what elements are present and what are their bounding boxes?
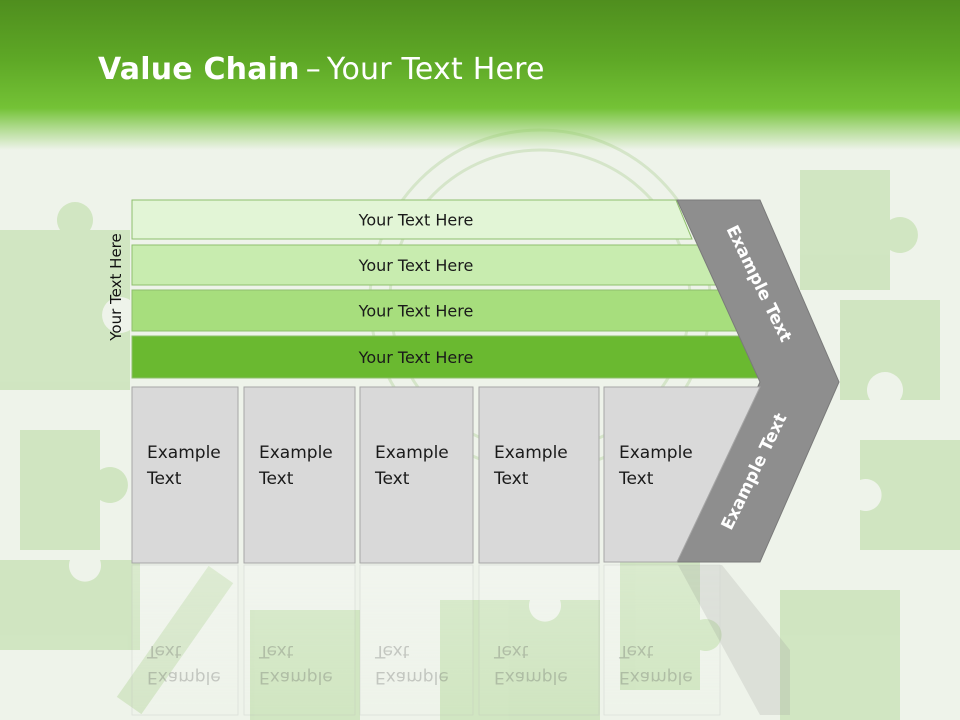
support-activity-bar — [131, 199, 693, 240]
title-separator: – — [305, 52, 321, 87]
diagram-reflection — [131, 564, 790, 716]
primary-activity-reflection-line1: Example — [494, 667, 568, 687]
primary-activity-box — [478, 386, 600, 564]
primary-activity-reflection-line2: Text — [493, 641, 529, 661]
support-activity-label: Your Text Here — [358, 211, 474, 230]
primary-activity-label-line1: Example — [375, 443, 449, 463]
primary-activity-reflection: Example Text — [146, 641, 221, 687]
primary-activity-label-line1: Example — [259, 443, 333, 463]
primary-activity-reflection-line2: Text — [618, 641, 654, 661]
primary-activity-label-line1: Example — [147, 443, 221, 463]
primary-activity-label-line2: Text — [258, 469, 294, 489]
primary-activity-label-line2: Text — [493, 469, 529, 489]
diagram-reflection-text: ExampleTextExampleTextExampleTextExample… — [146, 641, 693, 687]
support-activity-label: Your Text Here — [358, 348, 474, 367]
primary-activity-reflection-line2: Text — [374, 641, 410, 661]
primary-activity-reflection: Example Text — [493, 641, 568, 687]
slide-title: Value Chain–Your Text Here — [98, 52, 545, 87]
title-bold: Value Chain — [98, 52, 300, 87]
title-banner — [0, 0, 960, 150]
primary-activity-reflection-line1: Example — [147, 667, 221, 687]
title-rest: Your Text Here — [326, 52, 545, 87]
support-activity-label: Your Text Here — [358, 302, 474, 321]
support-activity-label: Your Text Here — [358, 256, 474, 275]
primary-activity-label-line1: Example — [494, 443, 568, 463]
primary-activity-box — [359, 386, 474, 564]
primary-activity-box — [243, 386, 356, 564]
primary-activity-reflection-line1: Example — [619, 667, 693, 687]
primary-activity-label-line2: Text — [374, 469, 410, 489]
primary-activity-box — [603, 386, 761, 563]
primary-activity-reflection: Example Text — [618, 641, 693, 687]
primary-activity-reflection: Example Text — [374, 641, 449, 687]
primary-activity-label-line1: Example — [619, 443, 693, 463]
primary-activity-reflection-line2: Text — [258, 641, 294, 661]
primary-activity-box — [131, 386, 239, 564]
primary-activity-reflection-line2: Text — [146, 641, 182, 661]
primary-activity-reflection: Example Text — [258, 641, 333, 687]
primary-activity-reflection-line1: Example — [259, 667, 333, 687]
primary-activity-label-line2: Text — [146, 469, 182, 489]
primary-activity-reflection-line1: Example — [375, 667, 449, 687]
primary-activity-label-line2: Text — [618, 469, 654, 489]
margin-chevron — [676, 199, 840, 563]
